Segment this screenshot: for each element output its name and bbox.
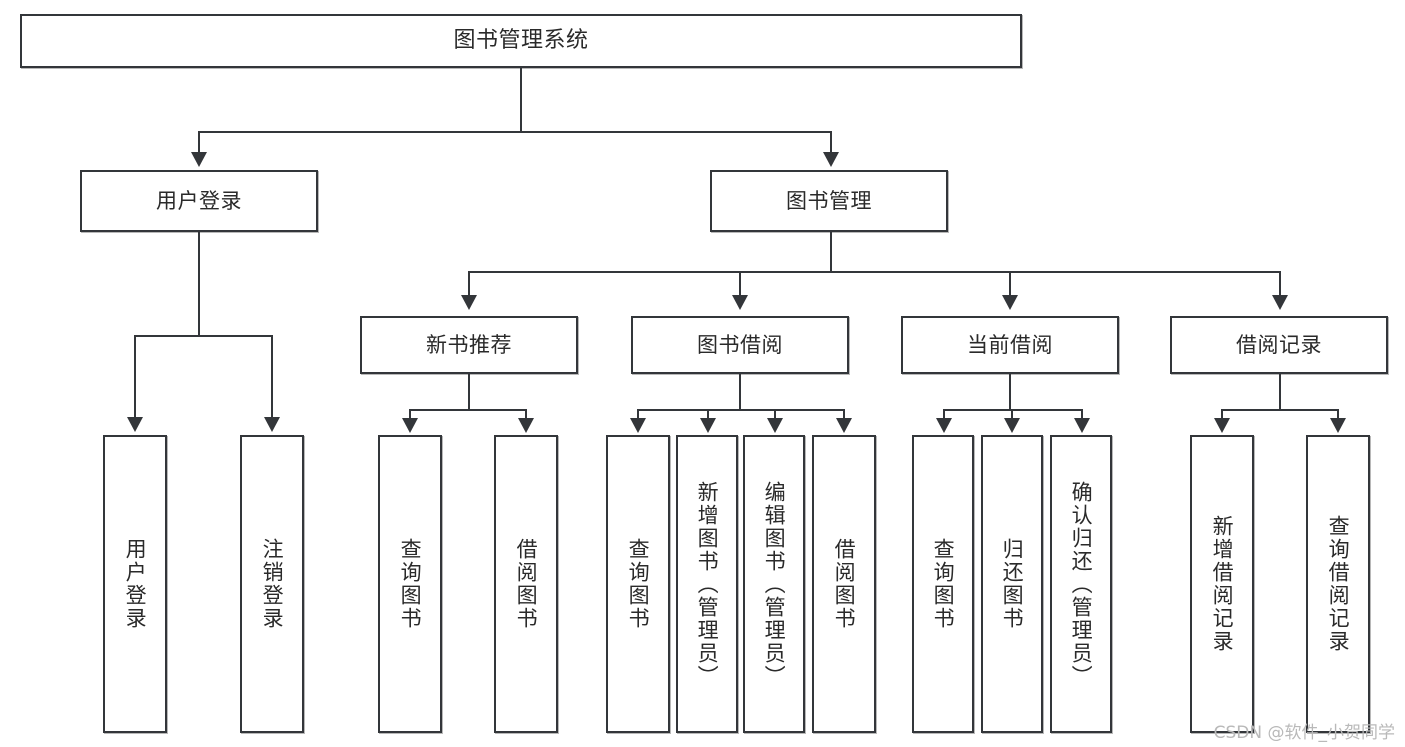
arrow-book-mgmt-to-borrow-record (1272, 295, 1288, 310)
node-label: 图书管理系统 (453, 28, 589, 54)
connector-user-login-stem (198, 232, 200, 336)
node-label: 用户登录 (156, 188, 242, 213)
leaf-current-borrow-query-book[interactable]: 查询图书 (912, 435, 974, 733)
leaf-book-borrow-borrow-book[interactable]: 借阅图书 (812, 435, 876, 733)
arrow-book-borrow-leaf-4 (836, 418, 852, 433)
arrow-user-login-leaf-2 (264, 417, 280, 432)
connector-current-borrow-stem (1009, 374, 1011, 410)
connector-current-borrow-drop-2 (1011, 409, 1013, 419)
leaf-user-login-login[interactable]: 用户登录 (103, 435, 167, 733)
arrow-book-borrow-leaf-3 (767, 418, 783, 433)
leaf-user-login-logout[interactable]: 注销登录 (240, 435, 304, 733)
connector-new-book-bus (409, 409, 527, 411)
connector-book-borrow-drop-4 (843, 409, 845, 419)
arrow-current-borrow-leaf-3 (1074, 418, 1090, 433)
node-user-login[interactable]: 用户登录 (80, 170, 318, 232)
node-label: 借阅图书 (514, 538, 539, 630)
node-new-book-recommend[interactable]: 新书推荐 (360, 316, 578, 374)
arrow-current-borrow-leaf-1 (936, 418, 952, 433)
connector-current-borrow-drop-1 (943, 409, 945, 419)
connector-root-to-user-login (198, 131, 200, 153)
connector-current-borrow-drop-3 (1081, 409, 1083, 419)
leaf-book-borrow-add-book-admin[interactable]: 新增图书（管理员） (676, 435, 738, 733)
connector-book-borrow-bus (637, 409, 845, 411)
leaf-book-borrow-edit-book-admin[interactable]: 编辑图书（管理员） (743, 435, 805, 733)
connector-book-borrow-drop-3 (774, 409, 776, 419)
connector-borrow-record-bus (1221, 409, 1339, 411)
connector-new-book-stem (468, 374, 470, 410)
leaf-current-borrow-confirm-return-admin[interactable]: 确认归还（管理员） (1050, 435, 1112, 733)
node-borrow-record[interactable]: 借阅记录 (1170, 316, 1388, 374)
node-book-management[interactable]: 图书管理 (710, 170, 948, 232)
connector-user-login-drop-1 (134, 335, 136, 418)
node-label: 新书推荐 (426, 332, 512, 357)
arrow-user-login-leaf-1 (127, 417, 143, 432)
connector-new-book-drop-1 (409, 409, 411, 419)
connector-new-book-drop-2 (525, 409, 527, 419)
leaf-new-book-borrow-book[interactable]: 借阅图书 (494, 435, 558, 733)
leaf-new-book-query-book[interactable]: 查询图书 (378, 435, 442, 733)
connector-book-mgmt-drop-1 (468, 271, 470, 296)
arrow-book-mgmt-to-current-borrow (1002, 295, 1018, 310)
node-current-borrow[interactable]: 当前借阅 (901, 316, 1119, 374)
connector-root-bus (198, 131, 832, 133)
node-label: 新增图书（管理员） (695, 480, 720, 688)
node-label: 编辑图书（管理员） (762, 480, 787, 688)
node-label: 图书管理 (786, 188, 872, 213)
connector-user-login-drop-2 (271, 335, 273, 418)
node-root-system[interactable]: 图书管理系统 (20, 14, 1022, 68)
node-label: 借阅记录 (1236, 332, 1322, 357)
leaf-borrow-record-add-record[interactable]: 新增借阅记录 (1190, 435, 1254, 733)
connector-book-borrow-stem (739, 374, 741, 410)
connector-book-borrow-drop-1 (637, 409, 639, 419)
leaf-book-borrow-query-book[interactable]: 查询图书 (606, 435, 670, 733)
leaf-borrow-record-query-record[interactable]: 查询借阅记录 (1306, 435, 1370, 733)
connector-user-login-bus (134, 335, 272, 337)
leaf-current-borrow-return-book[interactable]: 归还图书 (981, 435, 1043, 733)
connector-borrow-record-drop-2 (1337, 409, 1339, 419)
node-label: 借阅图书 (832, 538, 857, 630)
arrow-book-borrow-leaf-1 (630, 418, 646, 433)
arrow-borrow-record-leaf-2 (1330, 418, 1346, 433)
node-label: 注销登录 (260, 538, 285, 630)
node-label: 确认归还（管理员） (1069, 480, 1094, 688)
connector-book-mgmt-drop-4 (1279, 271, 1281, 296)
connector-book-mgmt-drop-2 (739, 271, 741, 296)
connector-borrow-record-stem (1279, 374, 1281, 410)
connector-current-borrow-bus (943, 409, 1083, 411)
node-label: 查询图书 (398, 538, 423, 630)
connector-root-stem (520, 68, 522, 132)
node-book-borrow[interactable]: 图书借阅 (631, 316, 849, 374)
arrow-book-mgmt-to-book-borrow (732, 295, 748, 310)
connector-book-mgmt-stem (830, 232, 832, 272)
arrow-book-borrow-leaf-2 (700, 418, 716, 433)
arrow-new-book-leaf-2 (518, 418, 534, 433)
node-label: 当前借阅 (967, 332, 1053, 357)
watermark-text: CSDN @软件_小贺同学 (1213, 723, 1395, 743)
connector-book-mgmt-bus (468, 271, 1280, 273)
node-label: 查询借阅记录 (1326, 515, 1351, 653)
node-label: 查询图书 (931, 538, 956, 630)
node-label: 用户登录 (123, 538, 148, 630)
arrow-root-to-user-login (191, 152, 207, 167)
node-label: 新增借阅记录 (1210, 515, 1235, 653)
node-label: 归还图书 (1000, 538, 1025, 630)
connector-root-to-book-mgmt (830, 131, 832, 153)
node-label: 图书借阅 (697, 332, 783, 357)
connector-book-mgmt-drop-3 (1009, 271, 1011, 296)
arrow-root-to-book-mgmt (823, 152, 839, 167)
arrow-borrow-record-leaf-1 (1214, 418, 1230, 433)
arrow-current-borrow-leaf-2 (1004, 418, 1020, 433)
connector-borrow-record-drop-1 (1221, 409, 1223, 419)
arrow-book-mgmt-to-new-book (461, 295, 477, 310)
node-label: 查询图书 (626, 538, 651, 630)
arrow-new-book-leaf-1 (402, 418, 418, 433)
connector-book-borrow-drop-2 (707, 409, 709, 419)
